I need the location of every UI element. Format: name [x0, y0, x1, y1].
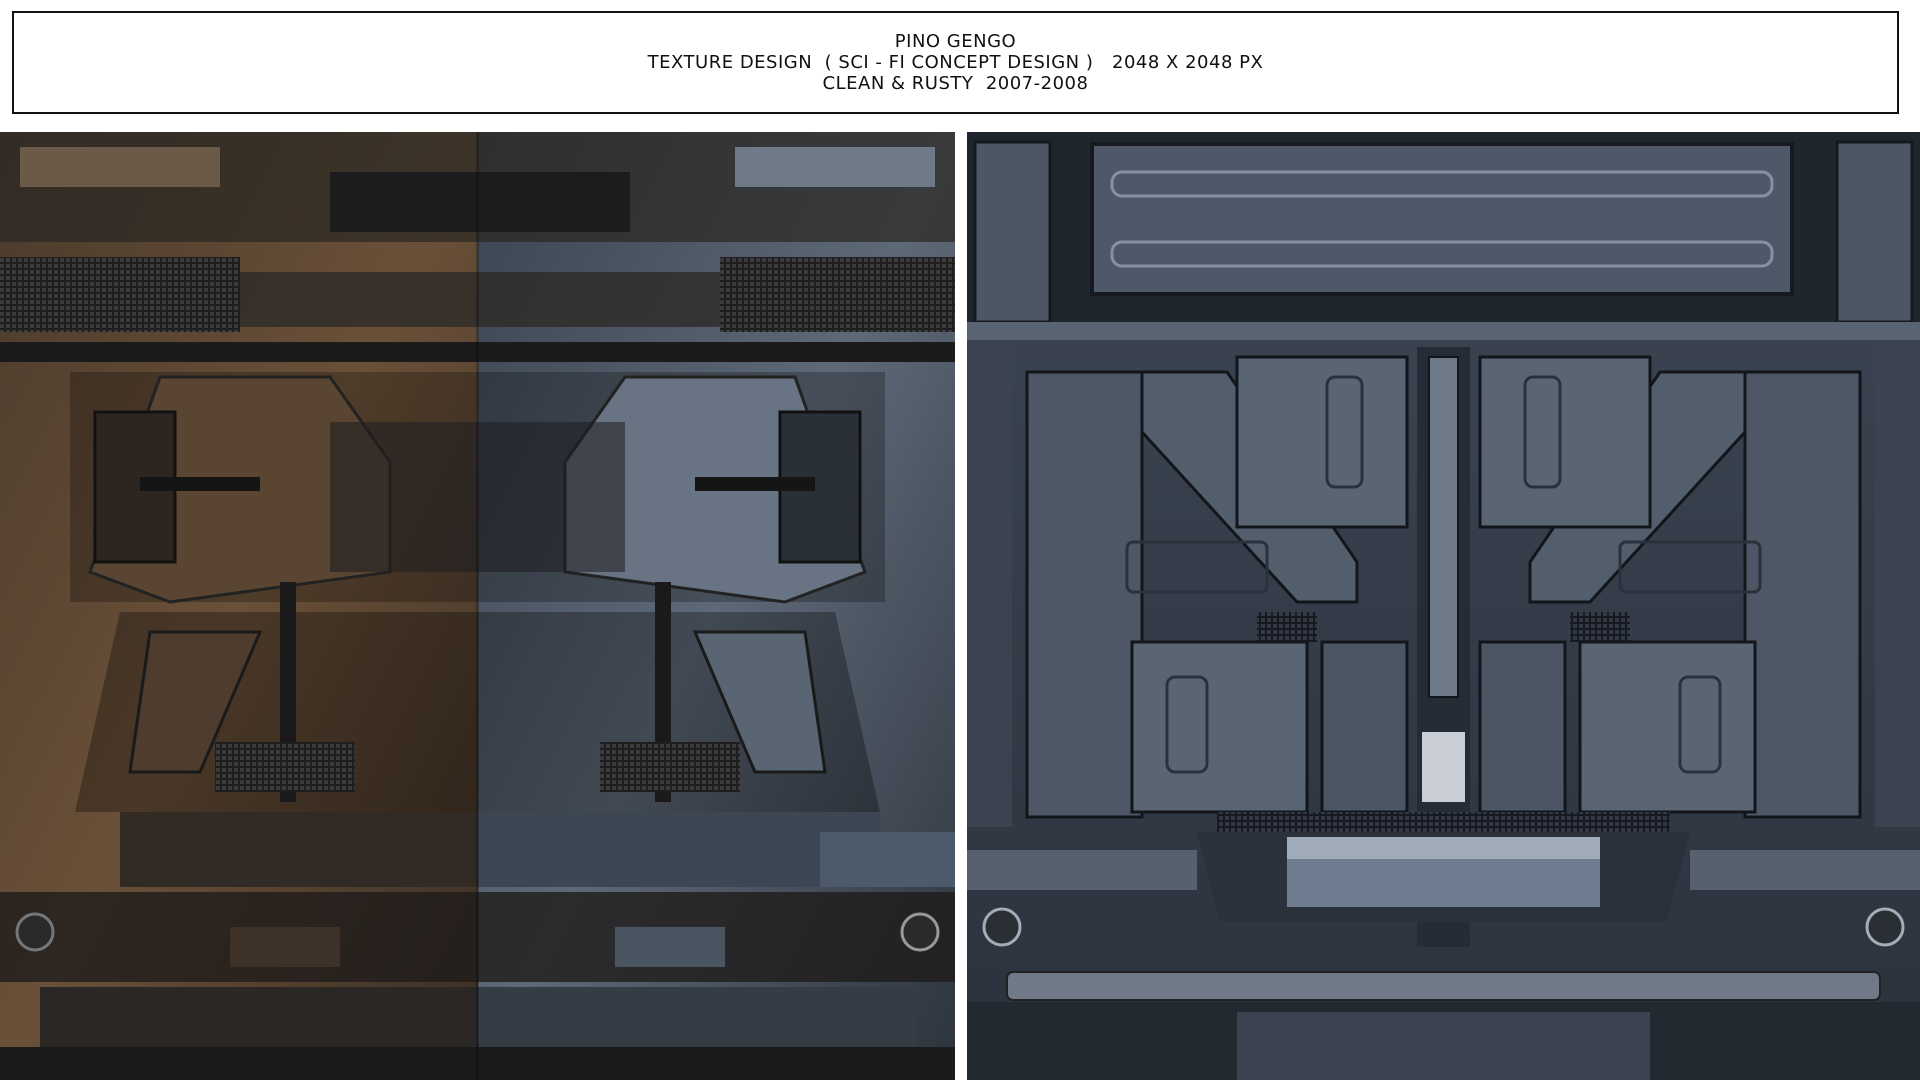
artist-name: PINO GENGO — [894, 30, 1017, 52]
rusty-texture-panel — [0, 132, 955, 1080]
project-description: TEXTURE DESIGN ( SCI - FI CONCEPT DESIGN… — [647, 51, 1264, 73]
project-subtitle: CLEAN & RUSTY 2007-2008 — [822, 72, 1089, 94]
clean-texture-panel — [967, 132, 1920, 1080]
title-box: PINO GENGO TEXTURE DESIGN ( SCI - FI CON… — [12, 11, 1899, 114]
rusty-texture-image — [0, 132, 955, 1080]
clean-texture-image — [967, 132, 1920, 1080]
